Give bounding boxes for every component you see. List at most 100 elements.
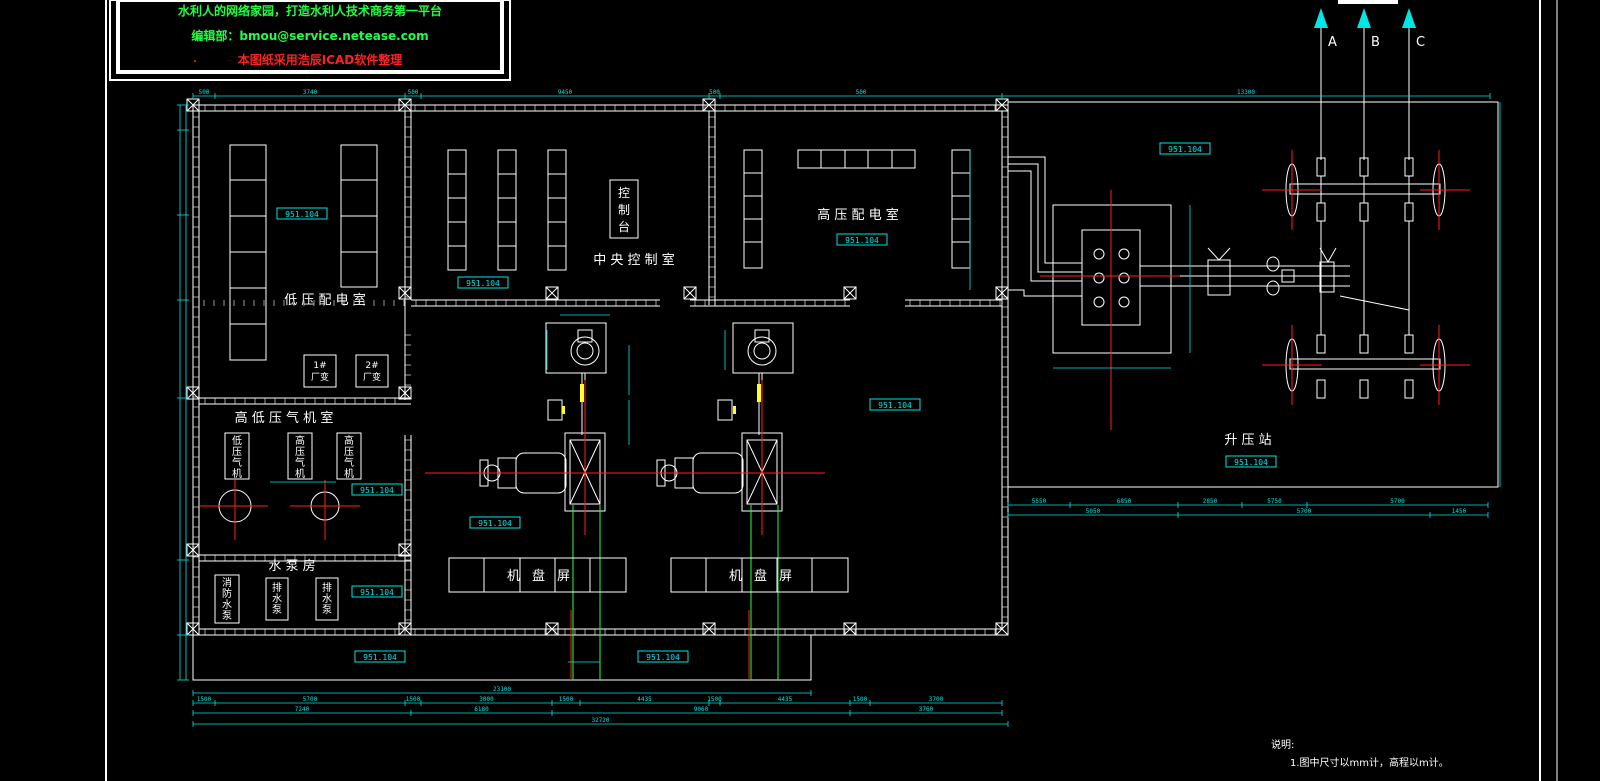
elevation-tag-box: [351, 585, 403, 598]
dim-bottom-2-label: 3000: [479, 696, 494, 703]
column-square: [398, 286, 412, 300]
column-hatch: [995, 98, 1009, 112]
control-desk-label: 控 制 台: [618, 186, 630, 234]
column-hatch: [702, 98, 716, 112]
elevation-tag-box: [836, 233, 888, 246]
column-hatch: [186, 543, 200, 557]
central-control-room: [447, 149, 639, 271]
dim-top-label: 13300: [1237, 89, 1255, 96]
svg-text:制: 制: [618, 203, 630, 217]
svg-text:排: 排: [272, 581, 282, 594]
notes: 说明: 1.图中尺寸以mm计，高程以m计。: [1271, 738, 1449, 769]
column-hatch: [398, 622, 412, 636]
compressor-centerlines: [200, 480, 360, 540]
unit-panel-1: [448, 557, 627, 593]
notes-title: 说明:: [1271, 738, 1294, 751]
elevation-tag-box: [354, 650, 406, 663]
dim-top-label: 500: [199, 89, 210, 96]
svg-text:低: 低: [232, 434, 242, 447]
banner-line-1: 水利人的网络家园，打造水利人技术商务第一平台: [178, 3, 442, 18]
banner-line-2: 编辑部：bmou@service.netease.com: [190, 28, 428, 43]
svg-text:气: 气: [232, 456, 242, 469]
svg-text:机: 机: [295, 467, 305, 480]
column-square: [545, 286, 559, 300]
generator-unit-1: [479, 322, 607, 512]
high-voltage-room-label: 高 压 配 电 室: [817, 207, 899, 223]
svg-text:水: 水: [272, 593, 282, 605]
dim-bottom-2-label: 1500: [707, 696, 722, 703]
arrow-b-icon: [1357, 8, 1371, 28]
dim-bottom-3-label: 7240: [295, 706, 310, 713]
dim-bottom-2-label: 1500: [853, 696, 868, 703]
elevation-tag-box: [1225, 455, 1277, 468]
arrow-c-icon: [1402, 8, 1416, 28]
unit-panel-1-label: 机 盘 屏: [507, 568, 570, 584]
svg-text:排: 排: [322, 581, 332, 594]
column-square: [843, 622, 857, 636]
column-square: [683, 286, 697, 300]
substation: [1007, 101, 1499, 488]
drain-pump-1-label: 排 水 泵: [272, 581, 282, 616]
svg-text:台: 台: [618, 219, 630, 234]
dim-top-label: 3740: [303, 89, 318, 96]
pump-room-label: 水 泵 房: [268, 558, 315, 574]
dim-bottom-2-label: 1500: [197, 696, 212, 703]
svg-text:消: 消: [222, 576, 232, 589]
svg-text:水: 水: [322, 593, 332, 605]
svg-text:压: 压: [344, 446, 354, 458]
elevation-tag-text: 951.104: [360, 588, 394, 597]
svg-text:气: 气: [295, 456, 305, 469]
pump-room: [214, 574, 339, 624]
dim-bottom-2-label: 4435: [778, 696, 793, 703]
column-square: [545, 622, 559, 636]
dim-sub-1-label: 5550: [1032, 498, 1047, 505]
dim-sub-1-label: 5700: [1390, 498, 1405, 505]
elevation-tag-box: [869, 398, 921, 411]
column-square: [186, 622, 200, 636]
dim-bottom-1-label: 23100: [493, 686, 511, 693]
column-hatch: [843, 286, 857, 300]
svg-text:1#: 1#: [313, 361, 326, 371]
transformer-1-label: 1# 厂变: [311, 361, 329, 383]
phase-label-b: B: [1371, 35, 1380, 50]
elevation-tag-text: 951.104: [878, 401, 912, 410]
column-hatch: [186, 386, 200, 400]
dim-bottom-2-label: 1500: [406, 696, 421, 703]
dim-bottom-3-label: 6180: [474, 706, 489, 713]
lp-compressor-label: 低 压 气 机: [232, 434, 242, 480]
elevation-tag-box: [637, 650, 689, 663]
phase-label-c: C: [1416, 35, 1425, 50]
column-square: [398, 543, 412, 557]
elevation-tag-box: [469, 516, 521, 529]
elevation-tag-text: 951.104: [1234, 458, 1268, 467]
elevation-tag-box: [351, 483, 403, 496]
svg-text:高: 高: [344, 434, 354, 447]
phase-label-a: A: [1328, 35, 1337, 50]
svg-text:盘: 盘: [532, 568, 545, 584]
hp-compressor-1-label: 高 压 气 机: [295, 434, 305, 480]
svg-text:屏: 屏: [779, 569, 792, 584]
column-hatch: [702, 622, 716, 636]
svg-text:泵: 泵: [272, 604, 282, 616]
column-hatch: [995, 286, 1009, 300]
phase-arrows: A B C: [1314, 0, 1425, 160]
sheet-frame: [105, 0, 1558, 781]
title-banner: 水利人的网络家园，打造水利人技术商务第一平台 编辑部：bmou@service.…: [109, 0, 511, 81]
svg-text:泵: 泵: [322, 604, 332, 616]
drain-pump-2-label: 排 水 泵: [322, 581, 332, 616]
svg-text:机: 机: [729, 569, 742, 584]
low-voltage-room: [229, 144, 389, 388]
dim-top-label: 500: [709, 89, 720, 96]
high-voltage-room: [743, 149, 971, 269]
wall-hatching: [193, 105, 1008, 635]
elevation-tag-text: 951.104: [478, 519, 512, 528]
unit-yellow-marks: [562, 384, 761, 414]
svg-text:屏: 屏: [557, 569, 570, 584]
elevation-tag-text: 951.104: [285, 210, 319, 219]
substation-centerlines: [1040, 150, 1470, 430]
dim-sub-2-label: 5700: [1297, 508, 1312, 515]
elevation-tags: 951.104951.104951.104951.104951.104951.1…: [276, 142, 1277, 663]
column-hatch: [545, 622, 559, 636]
